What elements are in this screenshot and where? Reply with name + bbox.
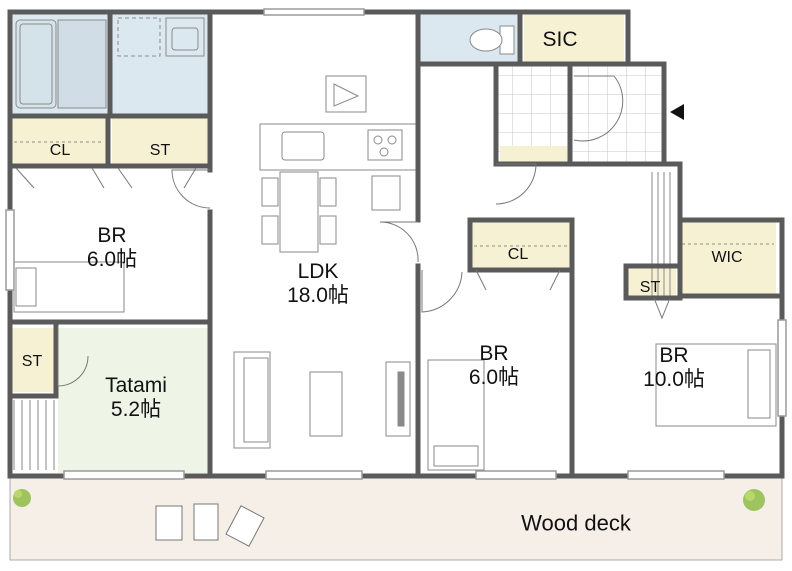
room-name: BR bbox=[659, 343, 689, 367]
cl-left-fill bbox=[12, 118, 106, 164]
deck-chair-2 bbox=[193, 503, 219, 541]
room-br-left-label: BR 6.0帖 bbox=[87, 224, 137, 272]
washroom-floor bbox=[110, 14, 210, 114]
room-br-right-label: BR 10.0帖 bbox=[643, 344, 705, 392]
cl-left-label: CL bbox=[49, 141, 71, 159]
sofa bbox=[233, 351, 271, 449]
room-name: Tatami bbox=[105, 373, 167, 397]
cl-mid-label: CL bbox=[507, 245, 529, 263]
sic-label: SIC bbox=[542, 27, 578, 51]
vanity-sink bbox=[165, 17, 205, 57]
room-br-mid-label: BR 6.0帖 bbox=[469, 342, 519, 390]
room-name: LDK bbox=[297, 259, 339, 283]
doors bbox=[15, 75, 671, 387]
deck-chair-3 bbox=[225, 505, 265, 547]
cl-mid-fill bbox=[472, 222, 570, 268]
deck-chair-1 bbox=[155, 505, 183, 541]
windows bbox=[5, 8, 787, 480]
room-size: 5.2帖 bbox=[110, 398, 162, 421]
wood-deck-floor bbox=[9, 477, 783, 561]
room-name: BR bbox=[97, 223, 127, 247]
cooktop bbox=[367, 129, 403, 161]
bathtub bbox=[15, 19, 57, 109]
plant-icon bbox=[743, 489, 765, 511]
deck-furniture bbox=[155, 503, 265, 547]
washing-machine bbox=[117, 17, 161, 57]
st-left-label: ST bbox=[149, 141, 171, 159]
bed-mid bbox=[427, 359, 485, 471]
sic-fill bbox=[524, 14, 624, 64]
st-tatami-label: ST bbox=[21, 352, 43, 370]
room-name: BR bbox=[479, 341, 509, 365]
fixtures bbox=[13, 17, 777, 471]
wic-label: WIC bbox=[711, 248, 743, 266]
room-ldk-label: LDK 18.0帖 bbox=[287, 260, 349, 308]
room-tatami-label: Tatami 5.2帖 bbox=[105, 374, 167, 422]
room-size: 6.0帖 bbox=[86, 248, 138, 271]
bed-left bbox=[13, 261, 125, 313]
range-hood bbox=[325, 75, 367, 113]
tatami-entry-hatch bbox=[13, 400, 55, 470]
plants bbox=[13, 489, 765, 511]
shoe-bench bbox=[500, 146, 572, 162]
triangle-left-icon bbox=[670, 104, 684, 120]
room-size: 10.0帖 bbox=[643, 368, 705, 391]
refrigerator bbox=[371, 175, 401, 211]
wood-deck-label: Wood deck bbox=[521, 510, 631, 536]
tatami-floor bbox=[58, 328, 208, 473]
st-tatami-fill bbox=[12, 328, 56, 392]
st-right-label: ST bbox=[639, 278, 661, 296]
hall-hatch bbox=[651, 172, 671, 296]
room-size: 18.0帖 bbox=[287, 284, 349, 307]
kitchen-counter bbox=[259, 123, 417, 171]
bed-right bbox=[655, 343, 777, 427]
st-left-fill bbox=[112, 118, 208, 164]
dining-table bbox=[279, 171, 319, 253]
room-size: 6.0帖 bbox=[468, 366, 520, 389]
toilet-bowl bbox=[469, 28, 503, 52]
kitchen-sink bbox=[281, 131, 325, 161]
wic-fill bbox=[680, 222, 776, 294]
coffee-table bbox=[309, 371, 343, 437]
